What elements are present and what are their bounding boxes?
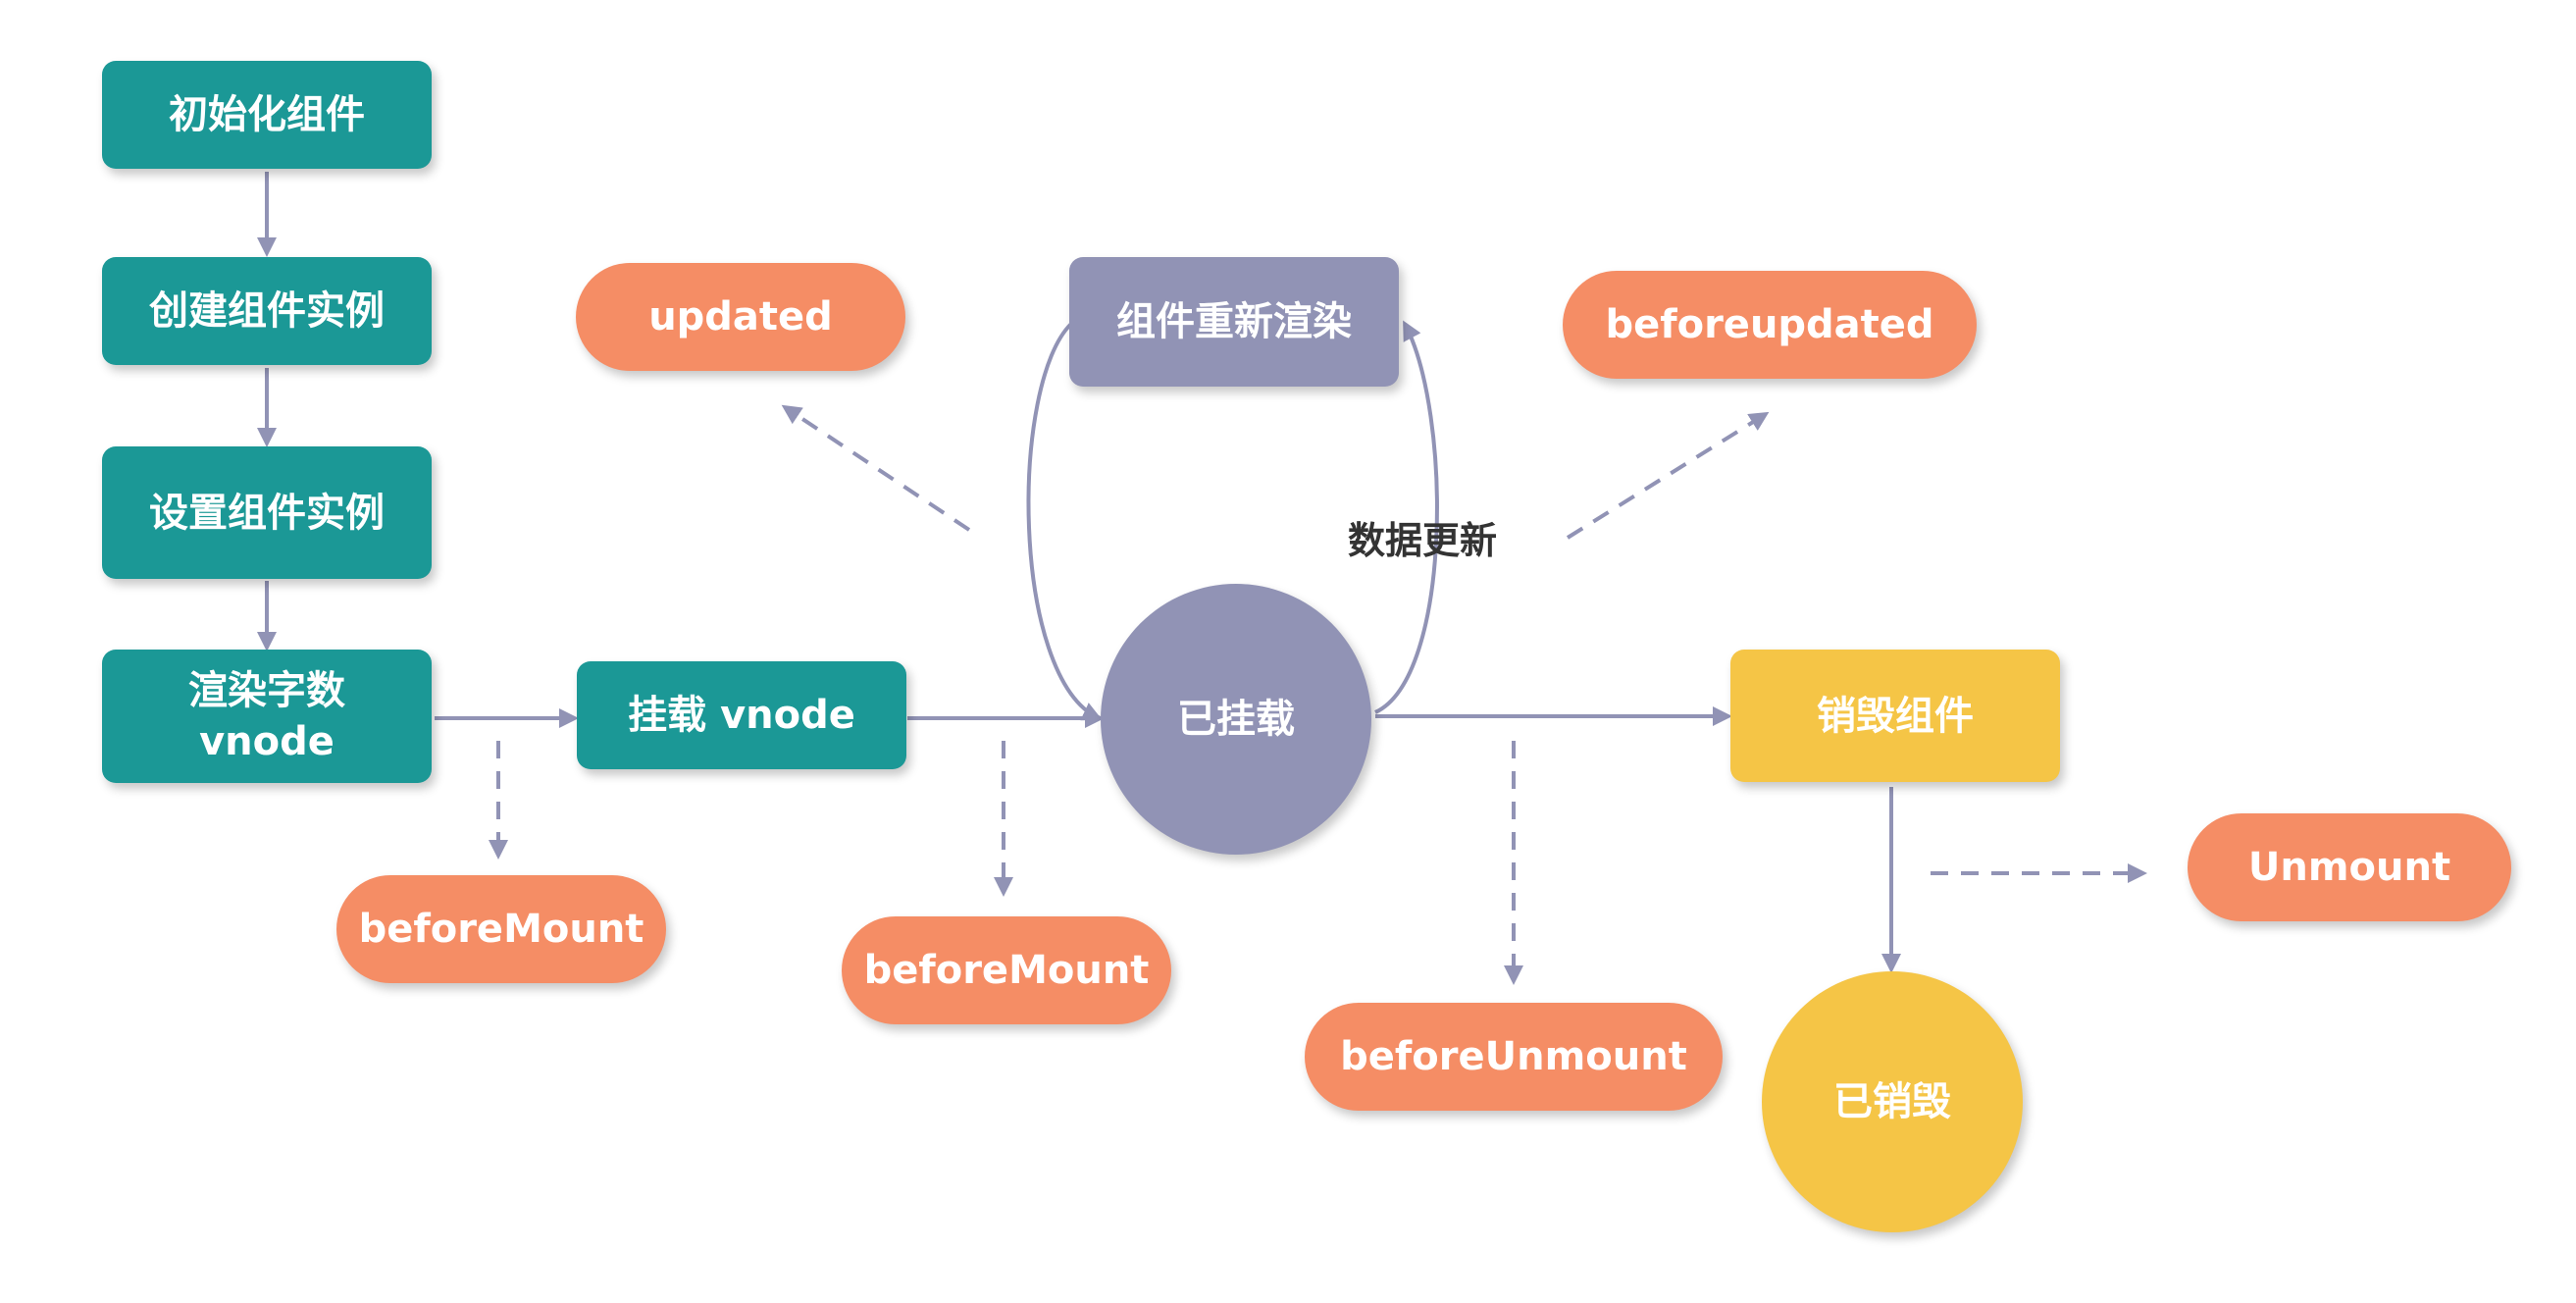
hook-beforeunmount: beforeUnmount [1305,1003,1723,1111]
rerender-box: 组件重新渲染 [1069,257,1399,387]
render-vnode-label-line2: vnode [199,719,335,764]
setup-instance-label: 设置组件实例 [149,490,385,536]
create-instance-label: 创建组件实例 [149,288,385,334]
hook-beforeupdated: beforeupdated [1563,271,1977,379]
init-component-label: 初始化组件 [169,92,365,137]
render-vnode-label-line1: 渲染字数 [188,668,345,713]
hook-updated: updated [576,263,905,371]
hook-beforemount-2: beforeMount [842,916,1171,1024]
mount-vnode-label: 挂载 vnode [628,693,855,738]
hook-unmount-label: Unmount [2247,845,2451,890]
setup-instance-box: 设置组件实例 [102,446,432,579]
hook-updated-label: updated [648,294,833,339]
hook-unmount: Unmount [2188,813,2511,921]
arrow-rerender-to-mounted [1026,322,1103,721]
mount-vnode-box: 挂载 vnode [577,661,906,769]
hook-beforemount-1-label: beforeMount [358,907,644,952]
hook-beforemount-1: beforeMount [336,875,666,983]
create-instance-box: 创建组件实例 [102,257,432,365]
mounted-circle: 已挂载 [1101,584,1371,855]
rerender-label: 组件重新渲染 [1116,299,1352,344]
dash-to-beforeupdated [1566,411,1770,540]
render-vnode-box: 渲染字数 vnode [102,650,432,783]
init-component-box: 初始化组件 [102,61,432,169]
destroy-component-label: 销毁组件 [1817,693,1974,739]
hook-beforeunmount-label: beforeUnmount [1340,1034,1687,1079]
destroyed-label: 已销毁 [1833,1079,1951,1124]
destroyed-circle: 已销毁 [1762,971,2023,1232]
arrow-mounted-to-rerender [1374,320,1439,714]
dash-to-updated [781,404,971,532]
hook-beforemount-2-label: beforeMount [863,948,1150,993]
mounted-label: 已挂载 [1177,697,1295,742]
data-update-label: 数据更新 [1348,519,1498,562]
destroy-component-box: 销毁组件 [1730,650,2060,782]
hook-beforeupdated-label: beforeupdated [1605,302,1934,347]
